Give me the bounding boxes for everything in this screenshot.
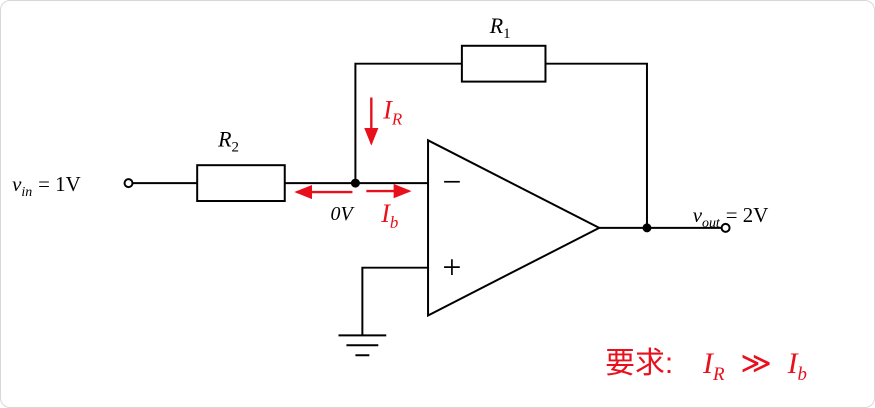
ground-symbol xyxy=(338,334,387,357)
noninverting-input-wire xyxy=(361,266,429,336)
resistor-r2-label: R2 xyxy=(217,126,239,155)
bias-current-label: Ib xyxy=(380,199,398,232)
noninverting-input-symbol: + xyxy=(442,250,461,287)
feedback-wire-right xyxy=(545,62,648,228)
opamp-triangle xyxy=(427,138,602,318)
input-voltage-label: vin= 1V xyxy=(12,172,81,200)
input-terminal xyxy=(123,178,134,189)
output-voltage-label: vout= 2V xyxy=(693,203,769,231)
feedback-current-label: IR xyxy=(382,95,403,128)
inverting-input-symbol: − xyxy=(442,164,461,201)
feedback-wire-left xyxy=(354,62,462,184)
virtual-ground-label: 0V xyxy=(331,203,356,225)
resistor-r1 xyxy=(460,44,547,83)
requirement-text: 要求:IR≫Ib xyxy=(605,347,807,385)
resistor-r2 xyxy=(196,164,286,203)
resistor-r1-label: R1 xyxy=(489,13,511,42)
output-terminal xyxy=(720,222,731,233)
